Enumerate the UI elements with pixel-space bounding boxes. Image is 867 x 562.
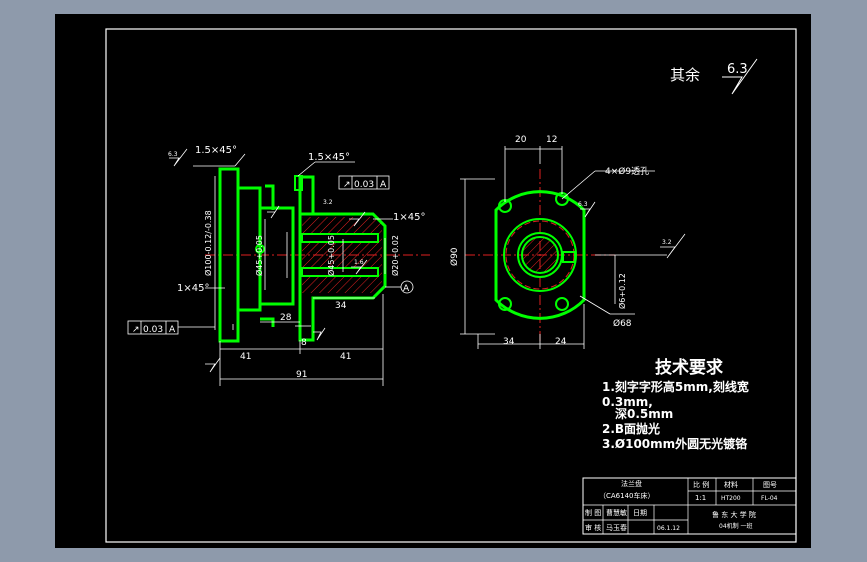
- roughness-value: 6.3: [727, 62, 748, 77]
- tb-scale: 1:1: [695, 494, 706, 502]
- tb-drawing-no-label: 图号: [763, 481, 777, 489]
- tb-checker: 马玉春: [606, 523, 627, 532]
- end-rough-b: 6.3: [578, 201, 588, 208]
- roughness-note: 其余 6.3: [670, 58, 758, 95]
- tech-line-2: 0.3mm,: [602, 395, 653, 409]
- tb-date-label: 日期: [633, 509, 647, 517]
- roughness-symbol: [722, 58, 758, 95]
- svg-text:0.03: 0.03: [143, 325, 163, 335]
- end-dim-phi68: Ø68: [613, 318, 632, 329]
- tb-material: HT200: [721, 495, 741, 502]
- end-view: 20 12 4×Ø9透孔 Ø90 34 24 Ø68 Ø6+0.12 3.2 6…: [449, 135, 686, 349]
- dim-41-left: 41: [240, 352, 251, 362]
- tech-line-1: 1.刻字字形高5mm,刻线宽: [602, 379, 749, 394]
- dim-phi45-a: Ø45+0.05: [254, 235, 264, 276]
- end-dim-20: 20: [515, 135, 527, 145]
- title-block: 法兰盘 （CA6140车床） 比 例 1:1 材料 HT200 图号 FL-04…: [582, 477, 797, 535]
- tb-drawing-no: FL-04: [761, 495, 778, 502]
- rough-a: 6.3: [168, 151, 178, 158]
- dim-34: 34: [335, 301, 347, 311]
- svg-text:↗: ↗: [132, 325, 140, 335]
- tb-check-label: 审 核: [585, 523, 601, 532]
- svg-text:A: A: [380, 180, 387, 190]
- groove-bottom: [260, 317, 275, 327]
- end-dim-phi6: Ø6+0.12: [617, 273, 627, 309]
- chamfer-right: 1×45°: [393, 212, 425, 223]
- end-dim-34: 34: [503, 337, 515, 347]
- tb-school: 鲁 东 大 学 院: [712, 510, 756, 519]
- bolt-hole-bl: [498, 297, 512, 311]
- flange-outline: [218, 167, 240, 343]
- roughness-label: 其余: [670, 66, 700, 84]
- chamfer-top-mid: 1.5×45°: [308, 152, 350, 163]
- bore-lower: [301, 267, 379, 277]
- flange-neck: [238, 186, 262, 312]
- hub-outline: [298, 175, 387, 342]
- tb-class: 04机制 一班: [719, 522, 753, 530]
- runout-frame-top: ↗ 0.03 A: [338, 175, 390, 190]
- svg-text:A: A: [169, 325, 176, 335]
- dim-28: 28: [280, 313, 292, 323]
- dim-phi100: Ø100-0.12/-0.38: [203, 210, 213, 276]
- small-hole-section: [255, 244, 265, 254]
- tech-requirements: 技术要求 1.刻字字形高5mm,刻线宽 0.3mm, 深0.5mm 2.B面抛光…: [602, 357, 749, 451]
- tb-subtitle: （CA6140车床）: [599, 491, 655, 500]
- chamfer-top-left: 1.5×45°: [195, 145, 237, 156]
- tb-drawer: 曹慧敏: [606, 508, 627, 517]
- svg-text:↗: ↗: [343, 180, 351, 190]
- flange-body: [260, 206, 295, 306]
- hub-hatch: [302, 217, 382, 293]
- end-outer-profile: [494, 190, 586, 320]
- dim-phi20: Ø20+0.02: [390, 235, 400, 276]
- svg-text:0.03: 0.03: [354, 180, 374, 190]
- section-rough-symbols: [169, 148, 368, 373]
- end-holes-note: 4×Ø9透孔: [605, 166, 649, 177]
- tech-title: 技术要求: [655, 357, 723, 378]
- dim-41-right: 41: [340, 352, 351, 362]
- tb-material-label: 材料: [724, 480, 738, 489]
- drawing-viewport[interactable]: 其余 6.3: [55, 14, 811, 548]
- datum-label: A: [403, 284, 410, 294]
- end-core: [521, 236, 559, 274]
- end-dim-lines: [460, 146, 667, 349]
- tech-line-5: 3.Ø100mm外圆无光镀铬: [602, 436, 748, 451]
- cad-drawing: 其余 6.3: [105, 28, 797, 543]
- end-keyway: [562, 251, 576, 263]
- end-dim-24: 24: [555, 337, 567, 347]
- end-dim-12: 12: [546, 135, 557, 145]
- end-dim-phi90: Ø90: [449, 247, 460, 266]
- tb-date: 06.1.12: [657, 525, 680, 532]
- bolt-hole-br: [555, 297, 569, 311]
- tech-line-4: 2.B面抛光: [602, 421, 660, 436]
- tb-draw-label: 制 图: [585, 508, 601, 517]
- drawing-border: [105, 28, 797, 543]
- dim-8: 8: [301, 338, 307, 348]
- dim-91: 91: [296, 370, 307, 380]
- tb-scale-label: 比 例: [693, 480, 709, 489]
- end-rough-a: 3.2: [662, 239, 672, 246]
- end-rough-symbols: [580, 201, 686, 259]
- rough-b: 3.2: [323, 199, 333, 206]
- dim-phi45-b: Ø45+0.05: [326, 235, 336, 276]
- groove-top: [265, 184, 275, 210]
- runout-frame-bottom: ↗ 0.03 A: [127, 320, 215, 335]
- section-view: ↗ 0.03 A ↗ 0.03 A A 1.5×45° 1.5×45° 1×45…: [127, 145, 430, 386]
- tech-line-3: 深0.5mm: [615, 406, 673, 421]
- chamfer-left: 1×45°: [177, 283, 209, 294]
- section-dim-lines: [193, 153, 393, 386]
- bore-upper: [301, 233, 379, 243]
- tb-part-name: 法兰盘: [621, 479, 642, 488]
- rough-c: 1.6: [354, 259, 364, 266]
